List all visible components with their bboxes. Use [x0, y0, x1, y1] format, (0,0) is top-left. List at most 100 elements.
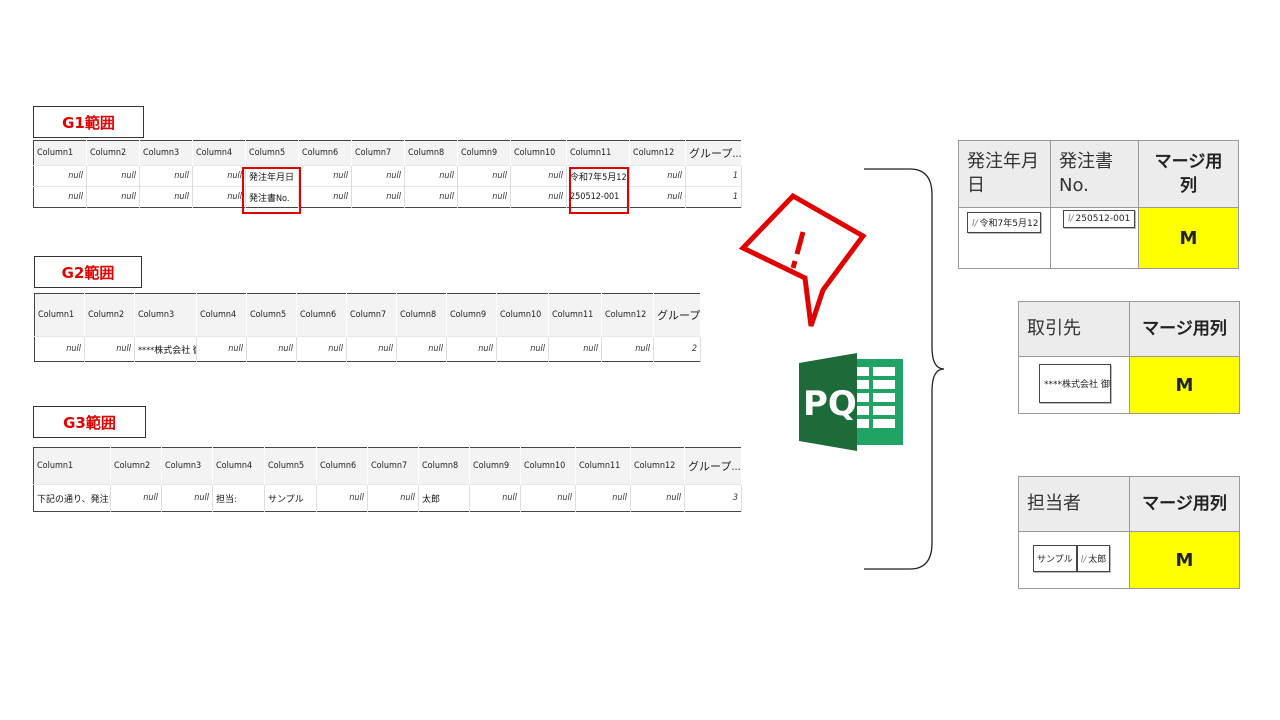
column-header[interactable]: Column10 — [510, 140, 567, 166]
table-cell: null — [367, 484, 419, 512]
table-cell: null — [192, 186, 246, 208]
column-header[interactable]: Column6 — [296, 293, 347, 337]
table-row: ****株式会社 御中 M — [1018, 356, 1240, 414]
column-header[interactable]: Column8 — [418, 447, 470, 485]
table-cell: null — [86, 186, 140, 208]
table-cell: サンプル — [264, 484, 317, 512]
table-cell: null — [510, 186, 567, 208]
chip-value: 令和7年5月12日 — [979, 219, 1041, 229]
chip-prefix: l/ — [1068, 214, 1074, 224]
table-cell: 1 — [685, 165, 742, 187]
column-header[interactable]: Column5 — [246, 293, 297, 337]
chip-value: 250512-001 — [1075, 214, 1131, 224]
table-cell: 2 — [653, 336, 701, 362]
table-cell: null — [520, 484, 576, 512]
column-header[interactable]: Column10 — [520, 447, 576, 485]
highlight-box-labels — [242, 167, 301, 214]
table-cell: null — [84, 336, 135, 362]
table-row: null null null null 発注年月日 null null null… — [33, 165, 742, 187]
column-header[interactable]: Column7 — [346, 293, 397, 337]
column-header[interactable]: Column9 — [469, 447, 521, 485]
table-cell: null — [33, 165, 87, 187]
column-header[interactable]: Column1 — [33, 140, 87, 166]
column-header[interactable]: Column7 — [367, 447, 419, 485]
column-header[interactable]: Column10 — [496, 293, 549, 337]
column-header[interactable]: Column3 — [161, 447, 213, 485]
column-header[interactable]: Column5 — [264, 447, 317, 485]
column-header-merge[interactable]: マージ用列 — [1138, 140, 1239, 208]
column-header-group[interactable]: グループ... — [684, 447, 742, 485]
power-query-logo-icon: PQ — [799, 353, 903, 451]
table-cell: ****株式会社 御中 — [134, 336, 197, 362]
table-cell: null — [298, 165, 352, 187]
column-header[interactable]: Column1 — [33, 447, 111, 485]
column-header[interactable]: 発注年月日 — [958, 140, 1051, 208]
table-cell: null — [351, 186, 405, 208]
table-cell: null — [404, 165, 458, 187]
column-header[interactable]: Column1 — [34, 293, 85, 337]
column-header[interactable]: Column3 — [134, 293, 197, 337]
table-cell: null — [316, 484, 368, 512]
column-header[interactable]: Column2 — [110, 447, 162, 485]
column-header[interactable]: 取引先 — [1018, 301, 1130, 357]
column-header[interactable]: Column5 — [245, 140, 299, 166]
table-header-row: 取引先 マージ用列 — [1018, 301, 1240, 357]
table-cell: null — [630, 484, 685, 512]
column-header-group[interactable]: グループ... — [685, 140, 742, 166]
column-header[interactable]: Column12 — [601, 293, 654, 337]
table-cell: null — [110, 484, 162, 512]
column-header-merge[interactable]: マージ用列 — [1129, 301, 1240, 357]
result-table-2: 取引先 マージ用列 ****株式会社 御中 M — [1018, 301, 1240, 414]
chip-value: ****株式会社 御中 — [1044, 379, 1110, 390]
table-cell: l/250512-001 — [1050, 207, 1139, 269]
column-header[interactable]: Column3 — [139, 140, 193, 166]
table-cell: 太郎 — [418, 484, 470, 512]
column-header[interactable]: Column4 — [196, 293, 247, 337]
column-header[interactable]: Column8 — [396, 293, 447, 337]
table-row: 下記の通り、発注いたします null null 担当: サンプル null nu… — [33, 484, 742, 512]
table-cell: 令和7年5月12日 — [566, 165, 630, 187]
highlight-box-values — [569, 167, 629, 214]
warning-bubble-icon — [738, 192, 867, 327]
column-header[interactable]: Column12 — [630, 447, 685, 485]
g2-range-label: G2範囲 — [34, 256, 142, 288]
table-cell: null — [298, 186, 352, 208]
table-header-row: 担当者 マージ用列 — [1018, 476, 1240, 532]
table-cell: null — [629, 165, 686, 187]
table-header-row: Column1 Column2 Column3 Column4 Column5 … — [33, 447, 742, 485]
column-header[interactable]: Column12 — [629, 140, 686, 166]
column-header[interactable]: 担当者 — [1018, 476, 1130, 532]
table-cell: null — [192, 165, 246, 187]
column-header[interactable]: Column11 — [548, 293, 602, 337]
pq-logo-text: PQ — [803, 384, 857, 424]
column-header[interactable]: Column11 — [575, 447, 631, 485]
column-header[interactable]: Column7 — [351, 140, 405, 166]
column-header[interactable]: Column6 — [316, 447, 368, 485]
column-header-group[interactable]: グループ... — [653, 293, 701, 337]
table-cell: null — [33, 186, 87, 208]
chip-prefix: l/ — [972, 219, 978, 229]
column-header[interactable]: Column8 — [404, 140, 458, 166]
column-header[interactable]: Column9 — [446, 293, 497, 337]
table-cell: null — [346, 336, 397, 362]
table-cell: null — [351, 165, 405, 187]
value-chip: l/250512-001 — [1063, 210, 1135, 228]
column-header[interactable]: Column6 — [298, 140, 352, 166]
column-header[interactable]: Column2 — [84, 293, 135, 337]
column-header[interactable]: Column4 — [212, 447, 265, 485]
result-table-1: 発注年月日 発注書No. マージ用列 l/令和7年5月12日 l/250512-… — [958, 140, 1239, 269]
g3-table: Column1 Column2 Column3 Column4 Column5 … — [33, 447, 742, 512]
table-cell: null — [548, 336, 602, 362]
table-header-row: Column1 Column2 Column3 Column4 Column5 … — [34, 293, 701, 337]
column-header[interactable]: 発注書No. — [1050, 140, 1139, 208]
column-header[interactable]: Column2 — [86, 140, 140, 166]
table-cell: 発注年月日 — [245, 165, 299, 187]
column-header[interactable]: Column9 — [457, 140, 511, 166]
chip-value: 太郎 — [1088, 554, 1107, 565]
chip-value: サンプル — [1037, 554, 1073, 565]
merge-cell: M — [1138, 207, 1239, 269]
table-cell: 発注書No. — [245, 186, 299, 208]
column-header-merge[interactable]: マージ用列 — [1129, 476, 1240, 532]
column-header[interactable]: Column11 — [566, 140, 630, 166]
column-header[interactable]: Column4 — [192, 140, 246, 166]
